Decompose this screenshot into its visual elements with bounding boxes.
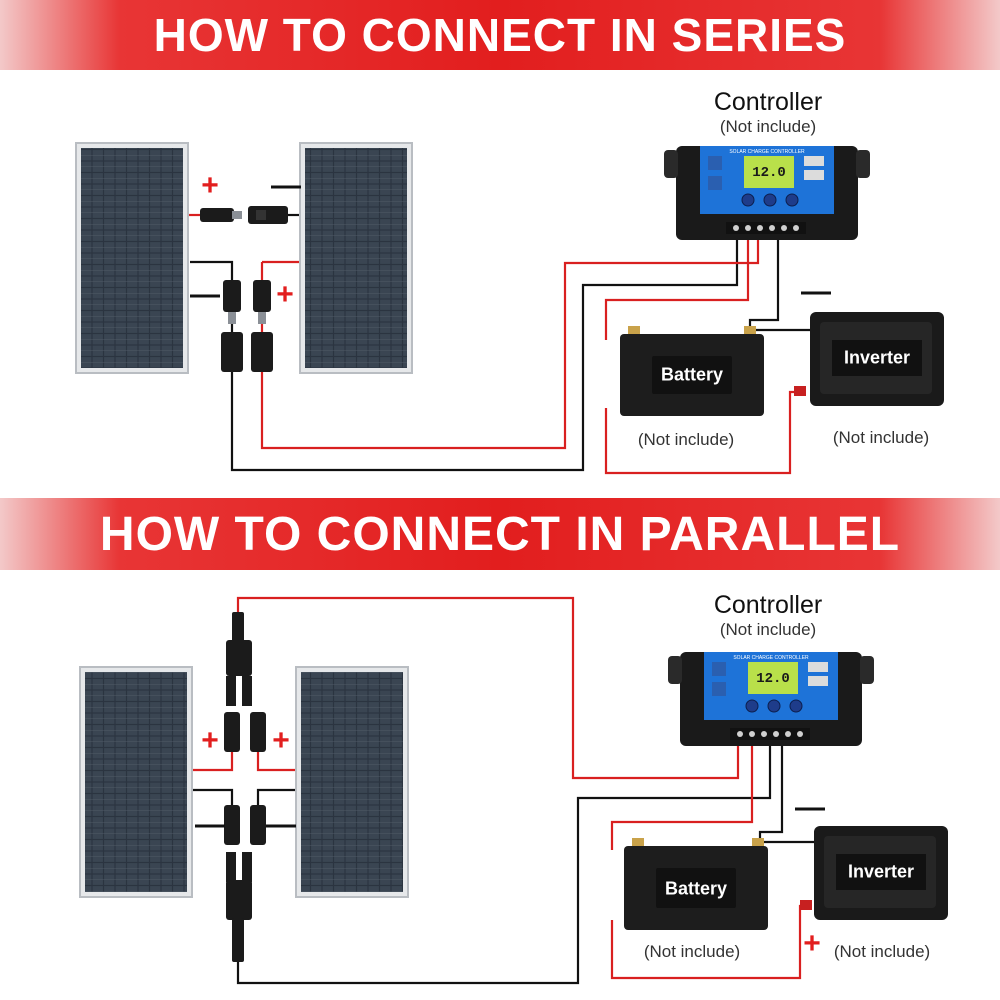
parallel-battery — [624, 838, 768, 930]
series-mc4-connector-left — [221, 280, 243, 372]
series-plus-sign-right: + — [276, 278, 294, 311]
parallel-battery-pos — [610, 746, 754, 850]
series-minus-sign-left: — — [190, 278, 220, 311]
series-diagram: 12.0 SOLAR CHARGE CONTROLLER — [75, 142, 944, 475]
series-minus-sign-top: — — [271, 169, 301, 202]
series-plus-sign-top: + — [201, 169, 219, 202]
series-wires — [188, 213, 815, 475]
series-inverter-note: (Not include) — [832, 428, 930, 447]
series-wire-pos — [260, 236, 760, 450]
parallel-controller-note: (Not include) — [719, 620, 817, 639]
series-solar-panel-left — [75, 142, 189, 374]
series-minus-sign-inverter: — — [801, 275, 831, 308]
parallel-inverter-label: Inverter — [847, 861, 915, 882]
series-solar-panel-right — [299, 142, 413, 374]
series-mc4-connector-top — [200, 206, 288, 224]
series-inverter-label: Inverter — [843, 347, 911, 368]
parallel-inverter-neg — [760, 840, 818, 846]
parallel-branch-connector-top — [224, 612, 266, 752]
series-controller-header: SOLAR CHARGE CONTROLLER — [729, 149, 805, 155]
parallel-minus-sign-inverter: — — [795, 791, 825, 824]
parallel-minus-sign-left: — — [195, 808, 225, 841]
parallel-plus-sign-right: + — [272, 724, 290, 757]
parallel-diagram: 12.0 SOLAR CHARGE CONTROLLER — [79, 596, 948, 985]
series-controller-voltage: 12.0 — [752, 165, 786, 181]
series-controller-note: (Not include) — [719, 117, 817, 136]
series-charge-controller: 12.0 SOLAR CHARGE CONTROLLER — [664, 146, 870, 240]
series-banner: HOW TO CONNECT IN SERIES — [0, 0, 1000, 70]
series-wire-neg — [230, 236, 739, 472]
parallel-plus-sign-left: + — [201, 724, 219, 757]
parallel-controller-voltage: 12.0 — [756, 671, 790, 687]
parallel-heading: HOW TO CONNECT IN PARALLEL — [99, 507, 901, 561]
parallel-battery-label: Battery — [664, 878, 728, 899]
parallel-wire-pos — [236, 596, 740, 780]
series-battery-neg — [748, 236, 780, 338]
parallel-inverter-note: (Not include) — [833, 942, 931, 961]
parallel-charge-controller: 12.0 SOLAR CHARGE CONTROLLER — [668, 652, 874, 746]
series-mc4-connector-right — [251, 280, 273, 372]
parallel-solar-panel-right — [295, 666, 409, 898]
parallel-solar-panel-left — [79, 666, 193, 898]
series-battery — [620, 326, 764, 416]
parallel-plus-sign-inverter: + — [803, 927, 821, 960]
series-battery-note: (Not include) — [637, 430, 735, 449]
series-battery-pos — [604, 236, 750, 340]
parallel-minus-sign-right: — — [266, 808, 296, 841]
parallel-inverter — [800, 826, 948, 920]
parallel-wire-neg — [236, 746, 772, 985]
series-battery-label: Battery — [660, 364, 724, 385]
parallel-controller-title: Controller — [713, 591, 823, 619]
series-heading: HOW TO CONNECT IN SERIES — [153, 9, 847, 61]
parallel-controller-header: SOLAR CHARGE CONTROLLER — [733, 655, 809, 661]
parallel-battery-note: (Not include) — [643, 942, 741, 961]
parallel-banner: HOW TO CONNECT IN PARALLEL — [0, 498, 1000, 570]
series-inverter — [794, 312, 944, 406]
parallel-branch-connector-bottom — [224, 805, 266, 962]
series-controller-title: Controller — [713, 88, 823, 116]
